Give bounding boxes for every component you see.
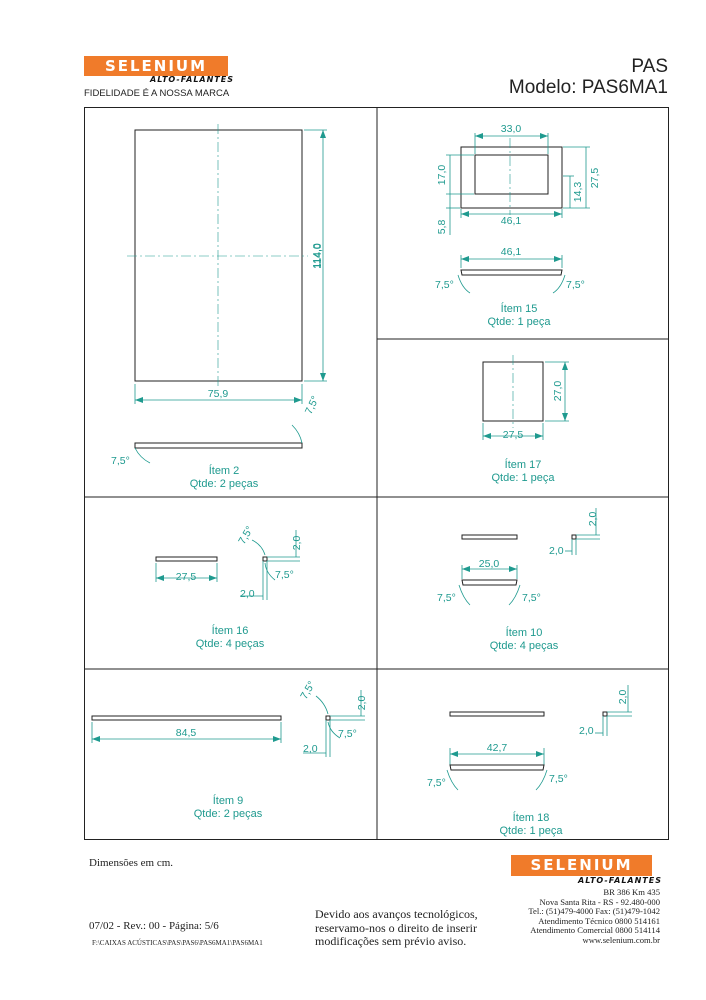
address-line: Tel.: (51)479-4000 Fax: (51)479-1042: [528, 906, 660, 917]
model-title: Modelo: PAS6MA1: [508, 77, 668, 98]
item-15-qty: Qtde: 1 peça: [488, 316, 552, 328]
item-9-height: 2,0: [356, 696, 368, 711]
website-link[interactable]: www.selenium.com.br: [582, 934, 661, 945]
footer-logo-subtext: ALTO-FALANTES: [578, 876, 662, 885]
disclaimer-line: Devido aos avanços tecnológicos,: [315, 907, 478, 921]
item-15-width-top: 33,0: [501, 123, 522, 135]
address-line: BR 386 Km 435: [603, 887, 660, 897]
item-15-angle-left: 7,5°: [435, 279, 454, 291]
item-18-label: Ítem 18: [513, 811, 550, 824]
company-address: BR 386 Km 435 Nova Santa Rita - RS - 92.…: [490, 887, 661, 946]
item-10-qty: Qtde: 4 peças: [490, 640, 559, 652]
item-17-height: 27,0: [552, 381, 564, 402]
item-16-height: 2,0: [291, 536, 303, 551]
item-2-angle-top: 7,5°: [303, 394, 322, 416]
item-15-height-right: 27,5: [589, 168, 601, 189]
item-16-drawing: [155, 530, 300, 600]
item-2-width-dim: 75,9: [208, 388, 229, 400]
item-16-qty: Qtde: 4 peças: [196, 638, 265, 650]
item-18-angle-right: 7,5°: [549, 773, 568, 785]
item-2-qty: Qtde: 2 peças: [190, 478, 259, 490]
item-15-label: Ítem 15: [501, 302, 538, 315]
selenium-logo: SELENIUM: [84, 56, 228, 76]
item-15-height-right-inner: 14,3: [572, 182, 584, 203]
item-9-thickness: 2,0: [303, 743, 318, 755]
item-2-drawing: 114,0: [127, 124, 327, 464]
item-18-thickness: 2,0: [579, 725, 594, 737]
item-2-height-dim: 114,0: [312, 243, 324, 269]
item-15-width-side: 46,1: [501, 246, 522, 258]
item-9-qty: Qtde: 2 peças: [194, 808, 263, 820]
item-16-angle-top: 7,5°: [236, 524, 256, 546]
revision-info: 07/02 - Rev.: 00 - Página: 5/6: [89, 920, 219, 932]
item-10-length: 25,0: [479, 558, 500, 570]
item-captions: Ítem 2 Qtde: 2 peças Ítem 15 Qtde: 1 peç…: [190, 302, 564, 837]
item-16-label: Ítem 16: [212, 624, 249, 637]
dimension-labels: 75,9 114,0 7,5° 7,5° 33,0 17,0 5,8 27,5 …: [111, 123, 629, 789]
disclaimer-line: modificações sem prévio aviso.: [315, 934, 467, 948]
item-15-drawing: [446, 133, 590, 294]
address-line: Nova Santa Rita - RS - 92.480-000: [539, 896, 660, 907]
item-16-angle-bottom: 7,5°: [275, 569, 294, 581]
item-17-drawing: [482, 355, 569, 440]
item-2-angle-bottom: 7,5°: [111, 455, 130, 467]
item-9-drawing: [91, 690, 365, 757]
item-18-drawing: [446, 685, 632, 791]
tagline: FIDELIDADE É A NOSSA MARCA: [84, 88, 230, 99]
item-15-angle-right: 7,5°: [566, 279, 585, 291]
item-2-label: Ítem 2: [209, 464, 240, 477]
item-17-qty: Qtde: 1 peça: [492, 472, 556, 484]
item-9-length: 84,5: [176, 727, 197, 739]
disclaimer: Devido aos avanços tecnológicos, reserva…: [315, 907, 478, 949]
item-18-qty: Qtde: 1 peça: [500, 825, 564, 837]
disclaimer-line: reservamo-nos o direito de inserir: [315, 920, 477, 935]
item-9-angle-bottom: 7,5°: [338, 728, 357, 740]
address-line: Atendimento Comercial 0800 514114: [530, 925, 660, 936]
footer-selenium-logo: SELENIUM: [511, 855, 652, 876]
item-16-thickness: 2,0: [240, 588, 255, 600]
item-18-angle-left: 7,5°: [427, 777, 446, 789]
address-line: Atendimento Técnico 0800 514161: [538, 915, 660, 926]
item-10-thickness: 2,0: [549, 545, 564, 557]
item-10-angle-right: 7,5°: [522, 592, 541, 604]
item-17-width: 27,5: [503, 429, 524, 441]
logo-subtext: ALTO-FALANTES: [150, 75, 234, 84]
item-17-label: Ítem 17: [505, 458, 542, 471]
item-10-angle-left: 7,5°: [437, 592, 456, 604]
item-15-width-bottom: 46,1: [501, 215, 522, 227]
file-path: F:\CAIXAS ACÚSTICAS\PAS\PAS6\PAS6MA1\PAS…: [92, 939, 263, 947]
item-9-label: Ítem 9: [213, 794, 244, 807]
units-note: Dimensões em cm.: [89, 857, 174, 869]
item-18-height: 2,0: [617, 690, 629, 705]
item-10-label: Ítem 10: [506, 626, 543, 639]
item-10-drawing: [458, 508, 600, 606]
item-15-offset-left: 5,8: [436, 220, 448, 235]
item-16-length: 27,5: [176, 571, 197, 583]
item-2-height-dim-label: 114,0: [311, 243, 323, 269]
item-15-height-left: 17,0: [436, 165, 448, 186]
item-10-height: 2,0: [587, 512, 599, 527]
item-9-angle-top: 7,5°: [298, 679, 318, 701]
page-title: PAS: [631, 56, 668, 77]
item-18-length: 42,7: [487, 742, 508, 754]
